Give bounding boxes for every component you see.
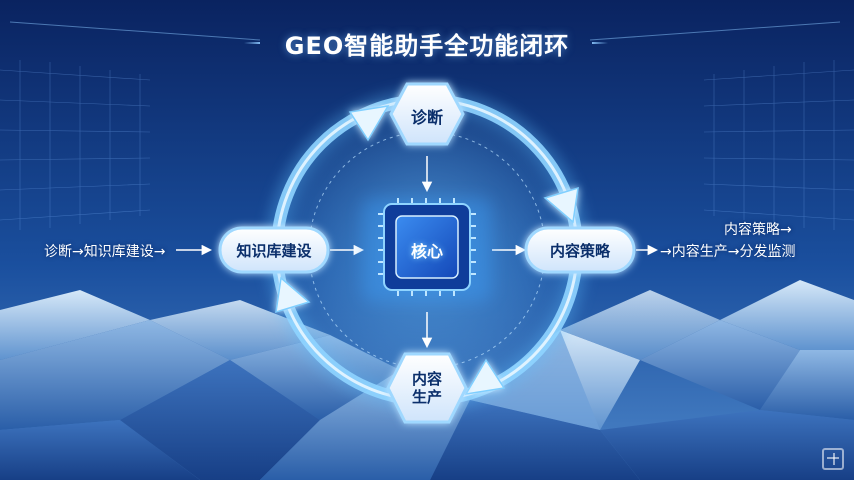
top-light-streaks [9,21,841,41]
arrow-to-knowledge [275,276,311,314]
right-flow-text-line1: 内容策略→ [724,222,792,238]
title-line-left [244,42,260,44]
core-label: 核心 [410,242,443,261]
node-strategy-label: 内容策略 [549,242,610,260]
watermark-logo-icon [822,448,844,470]
node-production-line1: 内容 [411,370,442,388]
node-diagnose-label: 诊断 [410,108,443,127]
node-diagnose-shape [389,82,465,146]
node-production-shape [386,352,468,424]
inner-connectors [176,156,659,349]
node-production-label: 内容 生产 [388,370,466,406]
cycle-arrows [275,105,579,395]
left-flow-text: 诊断→知识库建设→ [44,244,166,260]
core-chip [362,198,492,302]
node-knowledge-shape [218,226,330,274]
node-knowledge-label: 知识库建设 [236,242,312,260]
page-title: GEO智能助手全功能闭环 [284,32,570,60]
arrow-to-strategy [543,186,579,224]
node-production-line2: 生产 [411,388,442,406]
node-shapes [218,82,636,424]
grid-panels [0,60,854,230]
right-flow-text-line2: →内容生产→分发监测 [660,244,796,260]
title-line-right [592,42,608,44]
arrow-to-diagnose [348,105,390,142]
node-strategy-shape [524,226,636,274]
arrow-to-production [464,358,506,395]
